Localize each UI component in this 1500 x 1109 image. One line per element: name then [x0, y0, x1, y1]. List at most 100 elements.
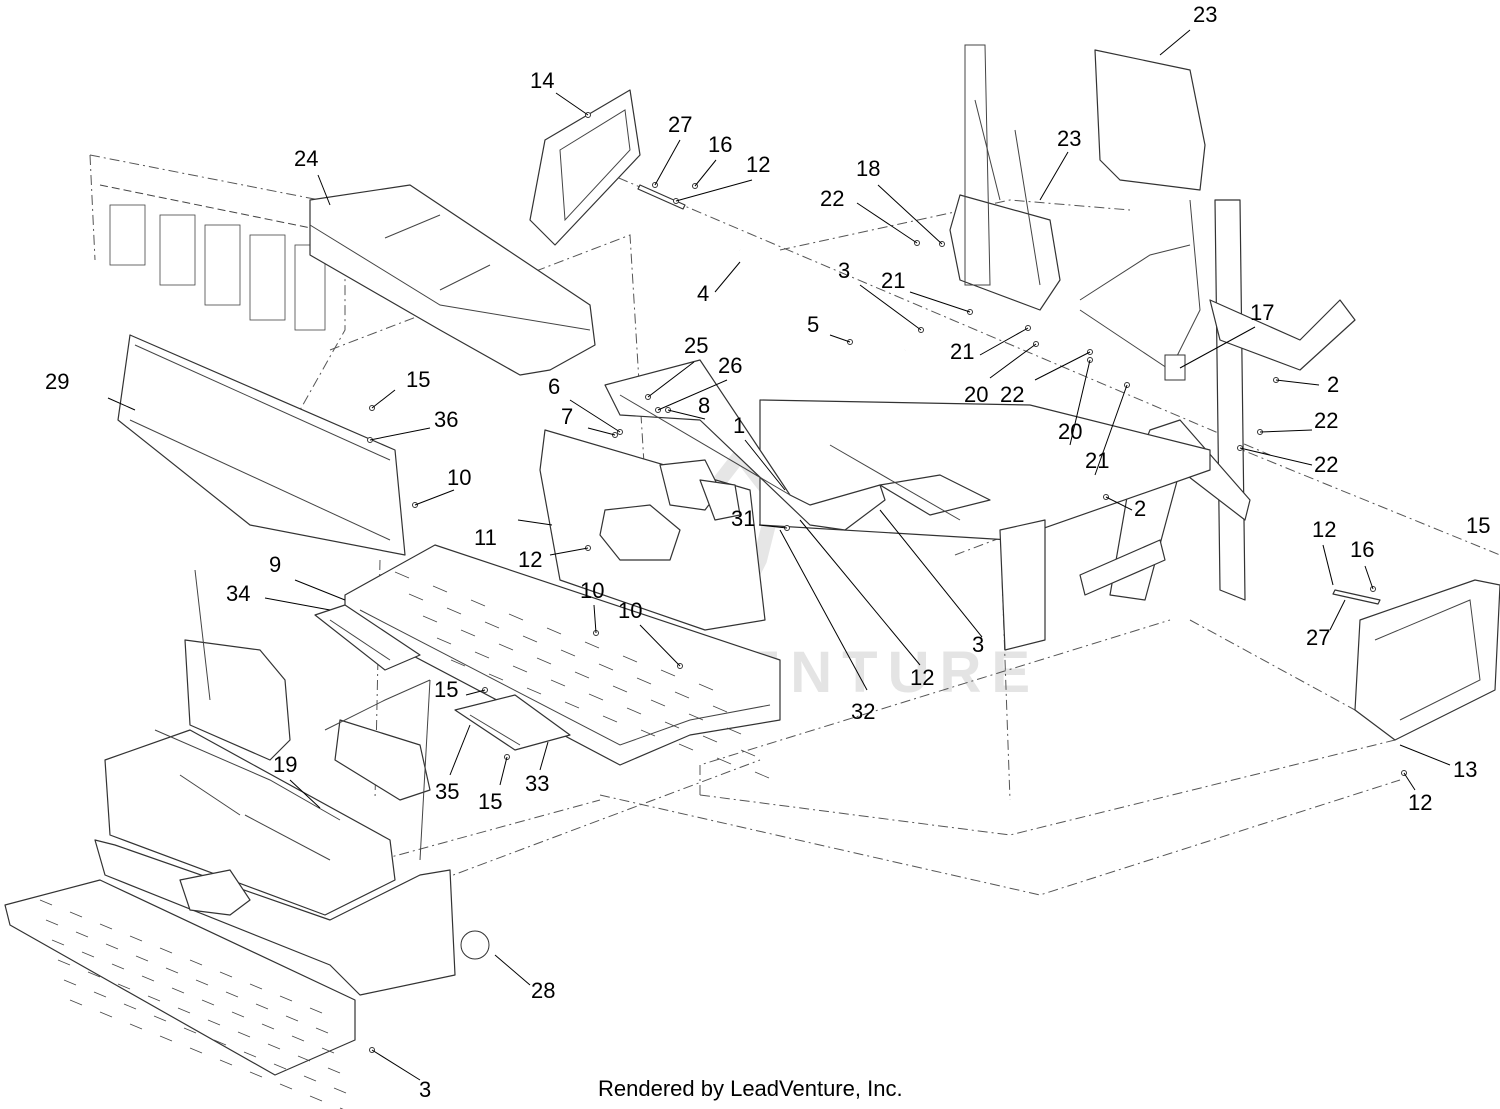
callout-label: 33: [525, 771, 549, 796]
leader-line: [549, 547, 589, 556]
callout-label: 31: [731, 506, 755, 531]
callout-label: 10: [580, 578, 604, 603]
leader-line: [317, 174, 331, 206]
floor-slot: [141, 975, 155, 982]
floor-slot: [279, 995, 293, 1002]
leader-line: [829, 334, 851, 343]
floor-slot: [159, 947, 173, 954]
callout-label: 9: [269, 552, 281, 577]
callout-label: 26: [718, 353, 742, 378]
front-floor-slots: [39, 899, 347, 1109]
callout-label: 22: [1000, 382, 1024, 407]
floor-slot: [237, 1031, 251, 1038]
callout-label: 21: [950, 339, 974, 364]
callout-label: 29: [45, 369, 69, 394]
callout-label: 21: [1085, 448, 1109, 473]
callout-label: 10: [447, 465, 471, 490]
leader-line: [371, 1049, 421, 1081]
floor-slot: [75, 931, 89, 938]
floor-slot: [498, 643, 514, 651]
leader-line: [1069, 359, 1091, 446]
leader-line: [1275, 379, 1320, 386]
floor-slot: [394, 571, 410, 579]
floor-slot: [225, 991, 239, 998]
floor-slot: [754, 771, 770, 779]
leader-line: [1179, 326, 1256, 369]
floor-slot: [51, 939, 65, 946]
floor-slot: [660, 669, 676, 677]
floor-slot: [189, 959, 203, 966]
callout-label: 23: [1057, 126, 1081, 151]
leader-line: [654, 139, 681, 186]
floor-slot: [436, 637, 452, 645]
callout-label: 12: [746, 152, 770, 177]
callout-label: 15: [406, 367, 430, 392]
floor-slot: [602, 715, 618, 723]
floor-slot: [612, 685, 628, 693]
callout-label: 23: [1193, 2, 1217, 27]
callout-label: 22: [1314, 408, 1338, 433]
front-seat-back: [949, 44, 1061, 311]
floor-slot: [512, 665, 528, 673]
leader-line: [555, 92, 589, 116]
floor-slot: [291, 1035, 305, 1042]
grab-bar: [738, 249, 907, 403]
leader-line: [587, 427, 616, 436]
floor-slot: [636, 677, 652, 685]
leader-line: [107, 397, 136, 411]
floor-slot: [546, 627, 562, 635]
floor-slot: [460, 629, 476, 637]
floor-slot: [678, 743, 694, 751]
floor-slot: [219, 971, 233, 978]
floor-slot: [99, 1011, 113, 1018]
floor-slot: [99, 923, 113, 930]
leader-line: [1259, 429, 1313, 433]
callout-label: 20: [964, 382, 988, 407]
callout-label: 22: [1314, 452, 1338, 477]
callout-label: 16: [708, 132, 732, 157]
callout-label: 17: [1250, 300, 1274, 325]
callout-label: 25: [684, 333, 708, 358]
floor-slot: [87, 971, 101, 978]
floor-slot: [255, 1003, 269, 1010]
callout-label: 16: [1350, 537, 1374, 562]
floor-slot: [333, 1087, 347, 1094]
floor-slot: [129, 1023, 143, 1030]
callout-label: 3: [838, 258, 850, 283]
leader-line: [289, 779, 321, 809]
leader-line: [877, 184, 943, 245]
back-panel: [117, 334, 406, 556]
callout-label: 27: [1306, 625, 1330, 650]
floor-slot: [165, 967, 179, 974]
leader-line: [667, 409, 706, 420]
leader-line: [369, 427, 431, 441]
floor-slot: [261, 1023, 275, 1030]
leader-line: [517, 519, 553, 526]
leader-line: [465, 689, 486, 696]
callout-label: 27: [668, 112, 692, 137]
leader-line: [859, 284, 922, 331]
leader-line: [1322, 544, 1334, 586]
callout-label: 15: [1466, 513, 1490, 538]
floor-slot: [153, 1015, 167, 1022]
callout-label: 20: [1058, 419, 1082, 444]
floor-slot: [640, 729, 656, 737]
floor-slot: [189, 1047, 203, 1054]
leader-line: [494, 954, 531, 986]
floor-slot: [622, 655, 638, 663]
floor-slot: [702, 735, 718, 743]
floor-slot: [408, 593, 424, 601]
floor-slot: [560, 649, 576, 657]
callout-label: 22: [820, 186, 844, 211]
floor-slot: [508, 613, 524, 621]
floor-slot: [219, 1059, 233, 1066]
callout-label: 35: [435, 779, 459, 804]
floor-slot: [588, 693, 604, 701]
floor-slot: [69, 911, 83, 918]
floor-slot: [422, 615, 438, 623]
floor-slot: [111, 963, 125, 970]
leader-line: [294, 579, 346, 601]
front-bench-seat: [4, 569, 490, 1109]
floor-slot: [522, 635, 538, 643]
floor-slot: [105, 943, 119, 950]
